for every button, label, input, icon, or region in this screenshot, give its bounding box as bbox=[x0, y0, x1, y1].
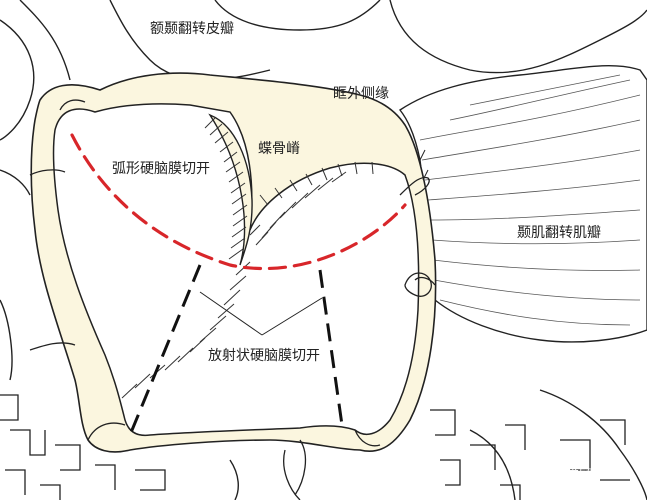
watermark-prefix: 头条 bbox=[512, 467, 538, 483]
label-orbital-rim: 眶外侧缘 bbox=[333, 86, 389, 102]
label-arc-incision: 弧形硬脑膜切开 bbox=[112, 161, 210, 177]
temporalis-muscle bbox=[398, 65, 647, 343]
label-sphenoid-ridge: 蝶骨嵴 bbox=[258, 141, 300, 157]
dura-edge-strokes bbox=[259, 161, 374, 206]
watermark-handle: @医学顾事 bbox=[540, 467, 605, 483]
skull-teeth-left bbox=[0, 394, 166, 500]
ridge-hatching bbox=[121, 117, 347, 399]
watermark: 头条 @医学顾事 bbox=[512, 467, 605, 483]
leader-lines bbox=[199, 291, 323, 336]
sphenoid-ridge-shape bbox=[208, 113, 253, 266]
dura-area bbox=[52, 103, 420, 437]
fiber-cut-marks bbox=[419, 149, 429, 181]
corner-notches bbox=[59, 99, 381, 447]
label-temporalis-flap: 颞肌翻转肌瓣 bbox=[517, 225, 601, 241]
radial-incision-left bbox=[128, 264, 202, 436]
skull-teeth-right bbox=[430, 409, 630, 500]
label-radial-incision: 放射状硬脑膜切开 bbox=[208, 348, 320, 364]
label-frontotemporal-flap: 额颞翻转皮瓣 bbox=[150, 21, 234, 37]
suture-loops bbox=[29, 169, 436, 500]
arc-dura-incision bbox=[70, 133, 407, 271]
